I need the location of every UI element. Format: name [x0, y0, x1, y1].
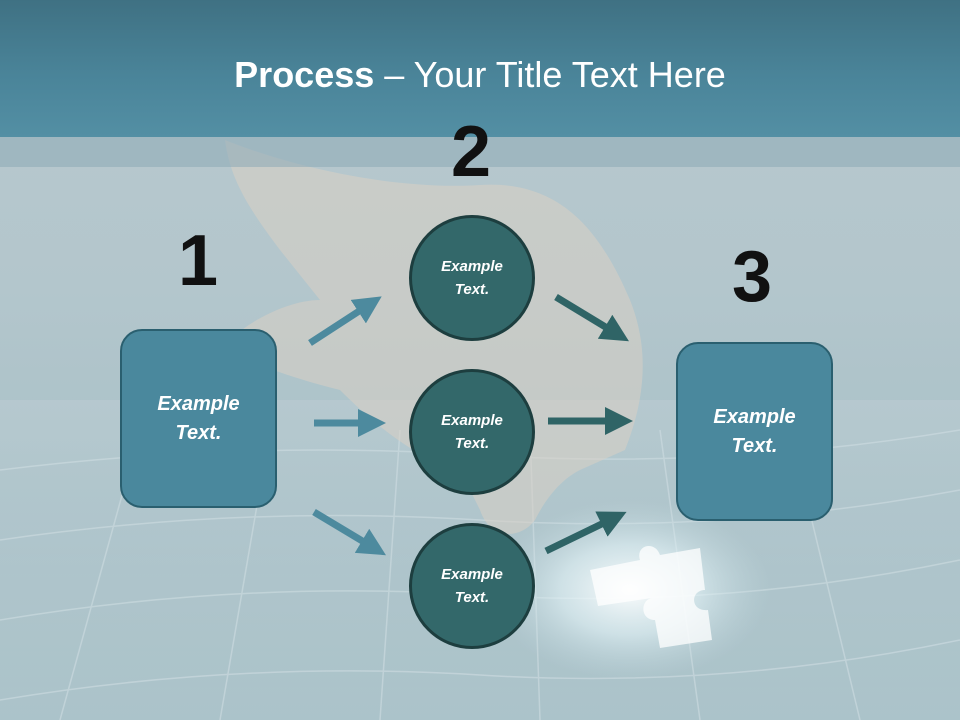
step-2-circle-top[interactable]: Example Text.: [409, 215, 535, 341]
title-rest: – Your Title Text Here: [374, 54, 726, 95]
step-number-1: 1: [178, 221, 219, 301]
title-bold: Process: [234, 54, 375, 95]
glowing-puzzle-piece: [590, 545, 712, 648]
arrow-1-to-bottom: [312, 508, 387, 556]
circle-bottom-text: Example Text.: [441, 566, 503, 606]
step-1-box[interactable]: Example Text.: [120, 329, 277, 508]
step-3-box[interactable]: Example Text.: [676, 342, 833, 521]
step-2-circle-bottom[interactable]: Example Text.: [409, 523, 535, 649]
arrow-bottom-to-3: [544, 511, 627, 555]
arrow-top-to-3: [554, 294, 629, 342]
circle-top-text: Example Text.: [441, 258, 503, 298]
slide-title: Process – Your Title Text Here: [0, 52, 960, 98]
step-number-3: 3: [732, 237, 773, 317]
header-bar: [0, 0, 960, 137]
arrow-1-to-top: [308, 296, 382, 346]
hand-shape: [225, 140, 643, 534]
step-3-box-text: Example Text.: [713, 405, 796, 457]
circle-middle-text: Example Text.: [441, 412, 503, 452]
step-1-box-text: Example Text.: [157, 392, 240, 444]
step-number-2: 2: [451, 112, 492, 192]
header-band: [0, 137, 960, 167]
step-2-circle-middle[interactable]: Example Text.: [409, 369, 535, 495]
